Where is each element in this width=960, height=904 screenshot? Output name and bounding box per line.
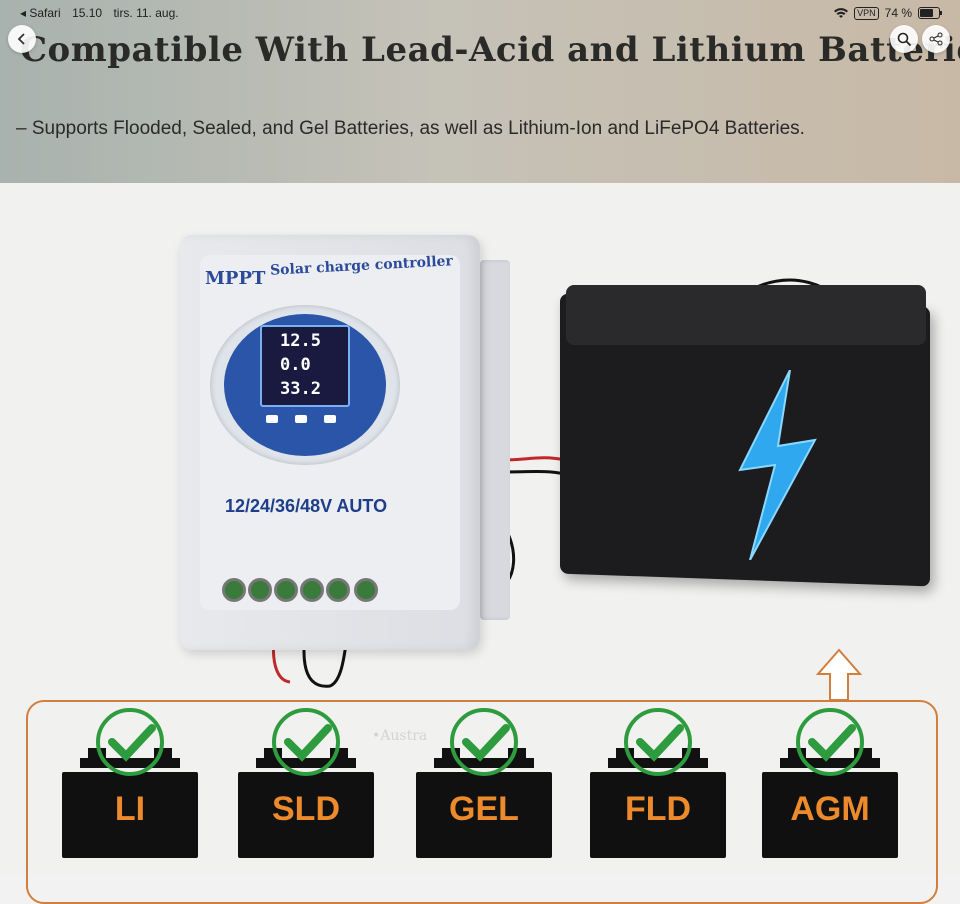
controller-key [324,415,336,423]
controller-key [266,415,278,423]
battery-level-fill [920,9,934,17]
lcd-screen: 12.5 0.0 33.2 [260,325,350,407]
lcd-value: 33.2 [280,379,321,399]
battery-type-label: GEL [449,790,519,828]
terminal [300,578,324,602]
battery-type-label: FLD [624,790,692,828]
lcd-value: 12.5 [280,331,321,351]
checkmark-icon [272,708,340,776]
status-time: 15.10 [72,6,103,20]
lightning-bolt-icon [738,370,817,560]
terminal [354,578,378,602]
terminal [274,578,298,602]
back-button[interactable] [8,25,36,53]
header-banner: Compatible With Lead-Acid and Lithium Ba… [0,0,960,183]
search-icon [897,32,911,46]
terminal [248,578,272,602]
chevron-left-icon [17,33,25,45]
lcd-value: 0.0 [280,355,311,375]
back-to-app-link[interactable]: ◂ Safari [20,6,61,20]
battery-type-label: AGM [790,790,870,828]
battery-icon [918,7,942,19]
terminal [326,578,350,602]
share-button[interactable] [922,25,950,53]
battery-type-label: LI [114,790,146,828]
arrow-up-icon [816,648,862,701]
watermark: •Austra [372,728,428,744]
battery-type-label: SLD [272,790,340,828]
controller-brand: MPPT [205,268,266,289]
controller-key [295,415,307,423]
wifi-icon [834,7,849,18]
page-subtitle: – Supports Flooded, Sealed, and Gel Batt… [16,118,805,139]
vpn-badge: VPN [854,6,879,20]
search-button[interactable] [890,25,918,53]
battery-percent: 74 % [884,6,912,20]
controller-side [480,260,510,620]
checkmark-icon [450,708,518,776]
page-title: Compatible With Lead-Acid and Lithium Ba… [20,30,960,70]
voltage-label: 12/24/36/48V AUTO [225,496,388,516]
terminal [222,578,246,602]
share-icon [929,32,943,46]
checkmark-icon [624,708,692,776]
checkmark-icon [796,708,864,776]
battery-lid [566,285,926,345]
status-bar: ◂ Safari 15.10 tirs. 11. aug. VPN 74 % [0,0,960,24]
status-date: tirs. 11. aug. [113,6,179,20]
checkmark-icon [96,708,164,776]
